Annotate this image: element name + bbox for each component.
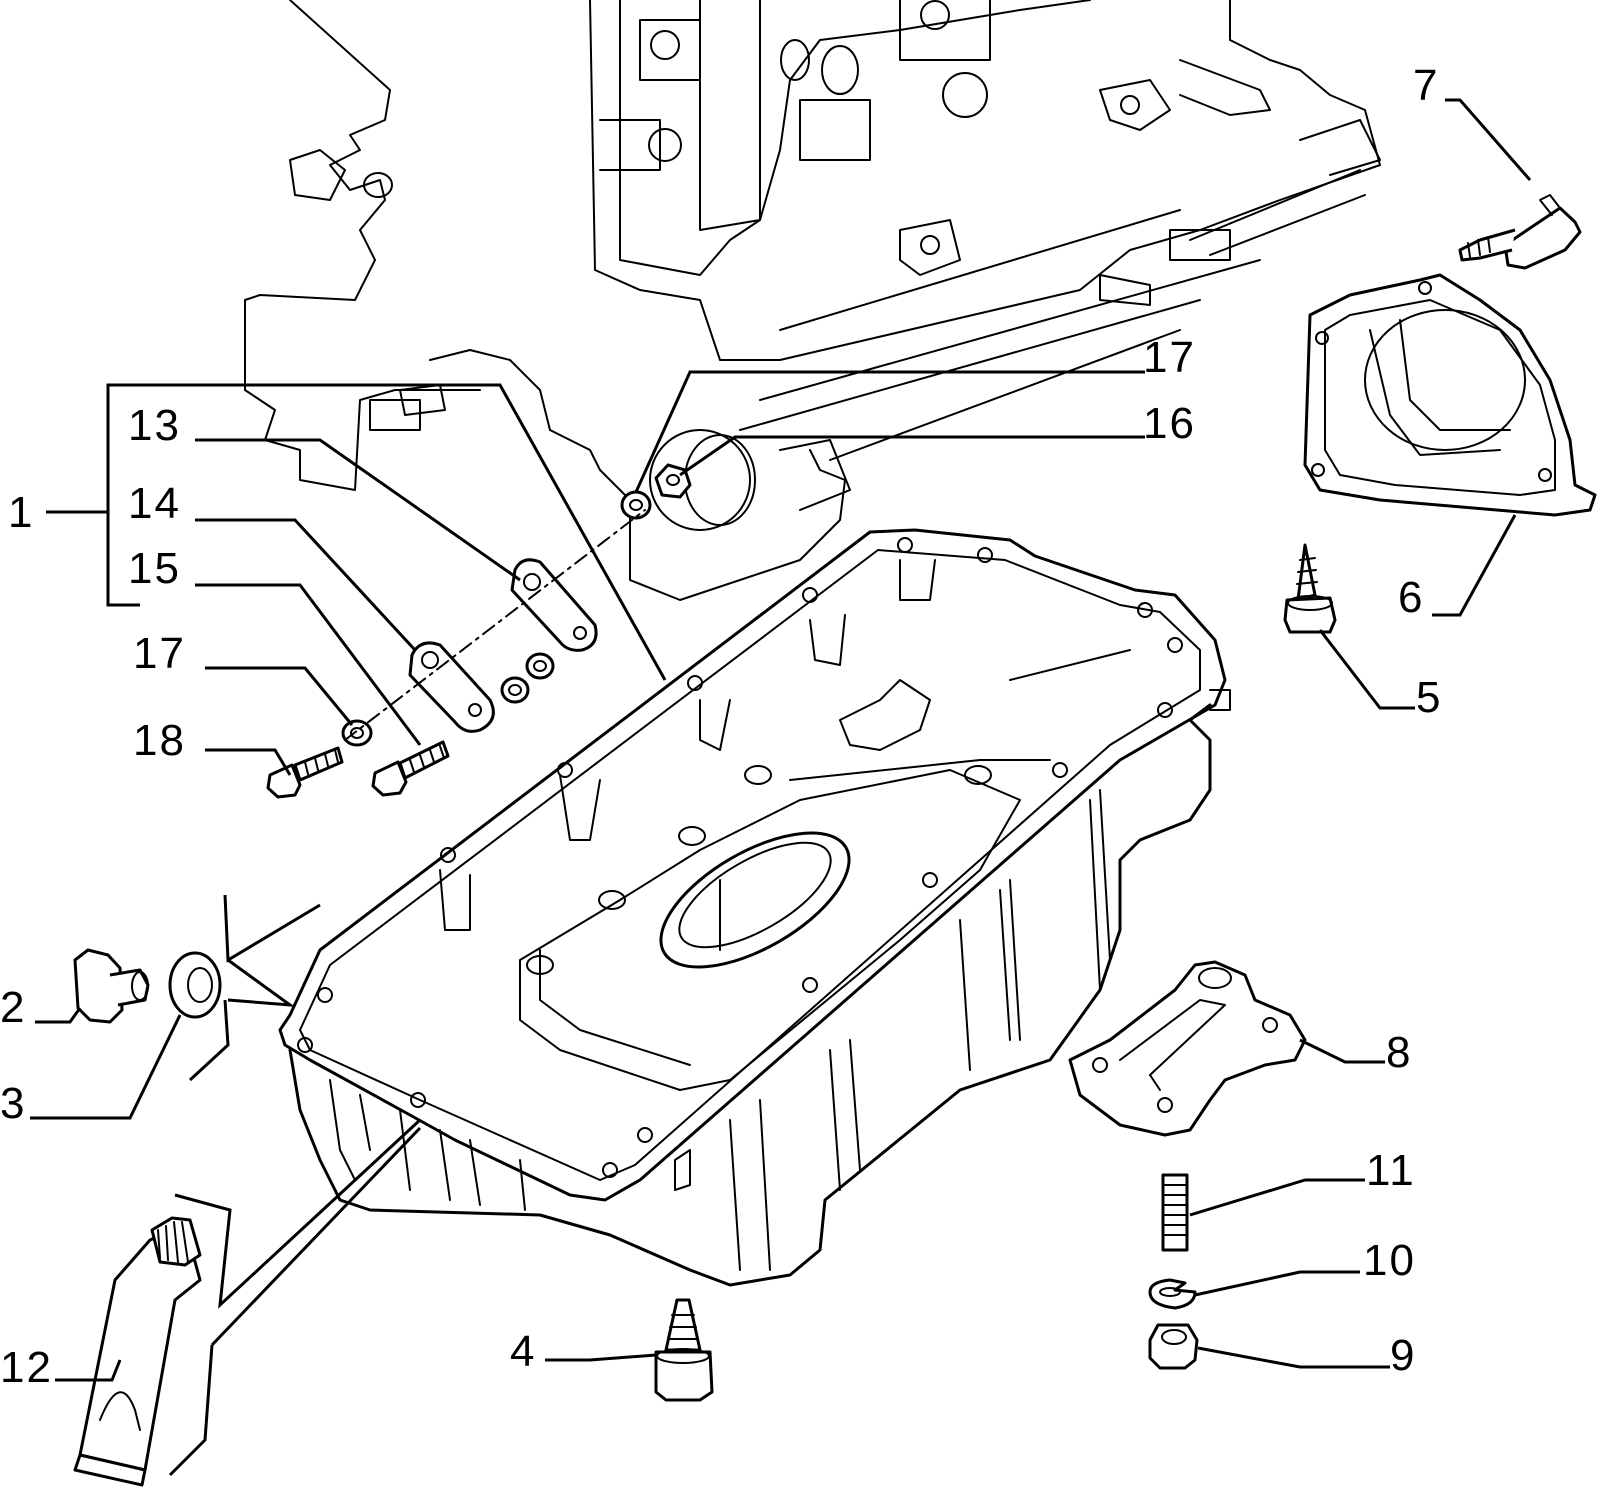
callout-15: 15 bbox=[128, 544, 181, 593]
part-17-upper-washer bbox=[620, 490, 652, 520]
callout-13: 13 bbox=[128, 401, 181, 450]
part-14-strap bbox=[408, 641, 495, 733]
callout-7: 7 bbox=[1413, 61, 1439, 110]
callout-2: 2 bbox=[0, 983, 26, 1032]
callout-5: 5 bbox=[1416, 673, 1442, 722]
part-15-bolt bbox=[371, 740, 450, 797]
part-4-bolt bbox=[654, 1298, 714, 1402]
callout-9: 9 bbox=[1390, 1331, 1416, 1380]
part-10-lock-washer bbox=[1148, 1278, 1197, 1310]
spacer-washers bbox=[500, 652, 555, 704]
callout-18: 18 bbox=[133, 716, 186, 765]
part-17-lower-washer bbox=[341, 719, 373, 747]
callout-6: 6 bbox=[1398, 573, 1424, 622]
callout-12: 12 bbox=[0, 1343, 53, 1392]
callout-16: 16 bbox=[1143, 399, 1196, 448]
callout-4: 4 bbox=[510, 1327, 536, 1376]
callout-11: 11 bbox=[1366, 1146, 1416, 1195]
leader-lines bbox=[30, 98, 1532, 1477]
part-2-drain-plug bbox=[73, 948, 150, 1024]
callout-17-lower: 17 bbox=[133, 629, 186, 678]
part-13-strap bbox=[510, 558, 598, 652]
oil-pan bbox=[278, 528, 1231, 1287]
callout-3: 3 bbox=[0, 1079, 26, 1128]
part-9-nut bbox=[1148, 1323, 1199, 1370]
part-18-bolt bbox=[266, 746, 344, 799]
engine-block bbox=[244, 0, 1381, 601]
callout-10: 10 bbox=[1363, 1236, 1416, 1285]
callout-labels: 1 2 3 4 5 6 7 8 9 10 11 12 13 14 15 16 1… bbox=[0, 61, 1442, 1392]
callout-1: 1 bbox=[8, 488, 34, 537]
flange-bolt-holes bbox=[297, 537, 1183, 1178]
part-7-bolt bbox=[1458, 194, 1582, 270]
assembly-axis bbox=[344, 509, 646, 741]
part-12-sealant-tube bbox=[73, 1216, 202, 1487]
callout-8: 8 bbox=[1386, 1028, 1412, 1077]
part-6-seal-cover bbox=[1303, 273, 1597, 517]
callout-17-upper: 17 bbox=[1143, 333, 1196, 382]
part-5-screw bbox=[1283, 543, 1337, 634]
callout-14: 14 bbox=[128, 479, 181, 528]
pan-bosses bbox=[526, 765, 992, 975]
part-8-bracket bbox=[1068, 960, 1307, 1137]
part-11-stud bbox=[1161, 1173, 1189, 1252]
part-3-washer bbox=[168, 951, 222, 1019]
